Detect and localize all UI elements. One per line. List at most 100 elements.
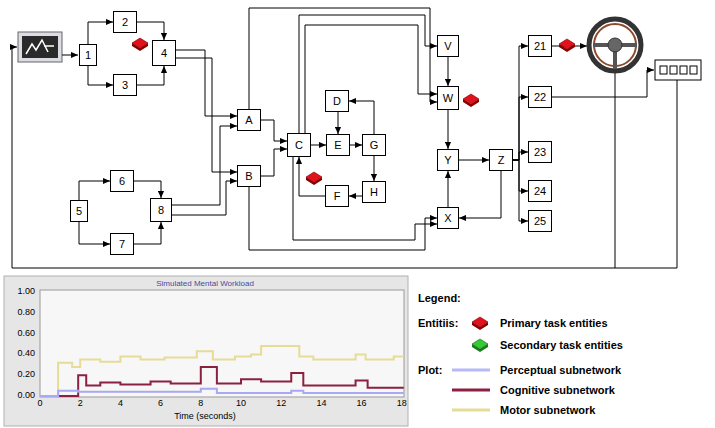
axis-tick: 2 — [78, 399, 83, 409]
axis-tick: 0.00 — [17, 391, 35, 401]
chart-title: Simulated Mental Workload — [156, 280, 254, 289]
legend-sample — [472, 339, 488, 352]
queue-connector — [134, 181, 161, 198]
wheel-hub — [608, 38, 622, 52]
queue-connector — [513, 160, 528, 221]
queue-server-box: X — [437, 207, 459, 229]
queue-server-box: 22 — [528, 86, 552, 108]
server-label: G — [370, 139, 379, 151]
queue-server-box: 21 — [528, 35, 552, 57]
server-label: F — [334, 190, 341, 202]
queue-connector — [350, 145, 362, 146]
display-cell — [660, 66, 667, 74]
queue-server-box: 6 — [110, 170, 134, 192]
queue-connector — [299, 157, 325, 196]
output-wire — [552, 70, 654, 97]
queue-server-box: H — [362, 181, 386, 203]
queue-connector — [137, 66, 164, 85]
queue-connector — [338, 112, 339, 134]
server-label: 7 — [119, 238, 125, 250]
server-label: E — [334, 139, 341, 151]
queue-server-box: C — [287, 133, 311, 157]
server-label: 2 — [122, 16, 128, 28]
plot-lines — [40, 346, 404, 396]
server-label: 8 — [158, 204, 164, 216]
axis-tick: 0.60 — [17, 329, 35, 339]
axis-tick: 0.80 — [17, 308, 35, 318]
queue-connector — [374, 156, 375, 181]
axis-tick: 12 — [276, 399, 286, 409]
server-label: 6 — [119, 175, 125, 187]
legend-heading: Legend: — [418, 292, 461, 304]
axis-tick: 4 — [118, 399, 123, 409]
queue-connector — [305, 25, 437, 133]
legend-text: Secondary task entities — [500, 339, 623, 351]
queue-server-box: 4 — [152, 40, 176, 66]
entity-token — [132, 38, 148, 51]
axis-tick: 0 — [37, 399, 42, 409]
display-cell — [680, 66, 687, 74]
queue-connector — [459, 171, 501, 218]
server-label: 22 — [534, 91, 546, 103]
queue-server-box: D — [325, 90, 349, 112]
queue-connector — [311, 145, 326, 146]
server-label: A — [245, 114, 252, 126]
server-label: 21 — [534, 40, 546, 52]
queue-connector — [79, 181, 110, 200]
queue-connector — [134, 222, 161, 244]
feedback-wire — [12, 47, 677, 268]
queue-server-box: 8 — [150, 198, 172, 222]
queue-server-box: Y — [437, 149, 459, 171]
legend-text: Primary task entities — [500, 317, 608, 329]
queue-connector — [299, 15, 437, 133]
queue-connector — [349, 196, 362, 197]
display-cell — [690, 66, 697, 74]
queue-connector — [176, 58, 237, 172]
queue-connector — [79, 222, 110, 244]
queue-connector — [448, 171, 449, 207]
server-label: Y — [444, 154, 451, 166]
server-label: 5 — [76, 205, 82, 217]
queue-connector — [261, 120, 287, 141]
queue-connector — [513, 152, 528, 160]
queue-connector — [448, 57, 449, 86]
queue-server-box: 1 — [79, 44, 97, 66]
queue-connector — [172, 126, 237, 205]
feedback-wire — [615, 72, 616, 268]
server-label: X — [444, 212, 451, 224]
server-label: 25 — [534, 215, 546, 227]
queue-connector — [459, 160, 489, 161]
instrument-display — [655, 60, 701, 80]
queue-server-box: Z — [489, 149, 513, 171]
display-cell — [670, 66, 677, 74]
server-label: 23 — [534, 146, 546, 158]
input-wire — [62, 55, 78, 56]
chart-panel — [4, 276, 408, 426]
server-label: 24 — [534, 185, 546, 197]
axis-title: Time (seconds) — [174, 412, 236, 422]
legend-text: Perceptual subnetwork — [500, 364, 621, 376]
legend-sample — [472, 317, 488, 330]
legend-text: Motor subnetwork — [500, 404, 595, 416]
workload-line — [40, 346, 404, 396]
plot-area — [40, 290, 404, 397]
entity-token — [306, 172, 322, 185]
legend-text: Cognitive subnetwork — [500, 384, 615, 396]
legend-group: Plot: — [418, 364, 442, 376]
server-label: D — [333, 95, 341, 107]
queue-server-box: 23 — [528, 141, 552, 163]
queue-connector — [349, 101, 374, 134]
legend-sample — [452, 369, 490, 372]
queue-server-box: 7 — [110, 233, 134, 255]
axis-tick: 0.40 — [17, 349, 35, 359]
queue-connector — [88, 22, 113, 44]
server-label: B — [245, 170, 252, 182]
queue-connector — [88, 66, 113, 85]
queue-connector — [261, 149, 287, 176]
axis-tick: 0.20 — [17, 370, 35, 380]
axis-tick: 18 — [397, 399, 407, 409]
workload-line — [40, 367, 404, 396]
server-label: 4 — [161, 47, 167, 59]
